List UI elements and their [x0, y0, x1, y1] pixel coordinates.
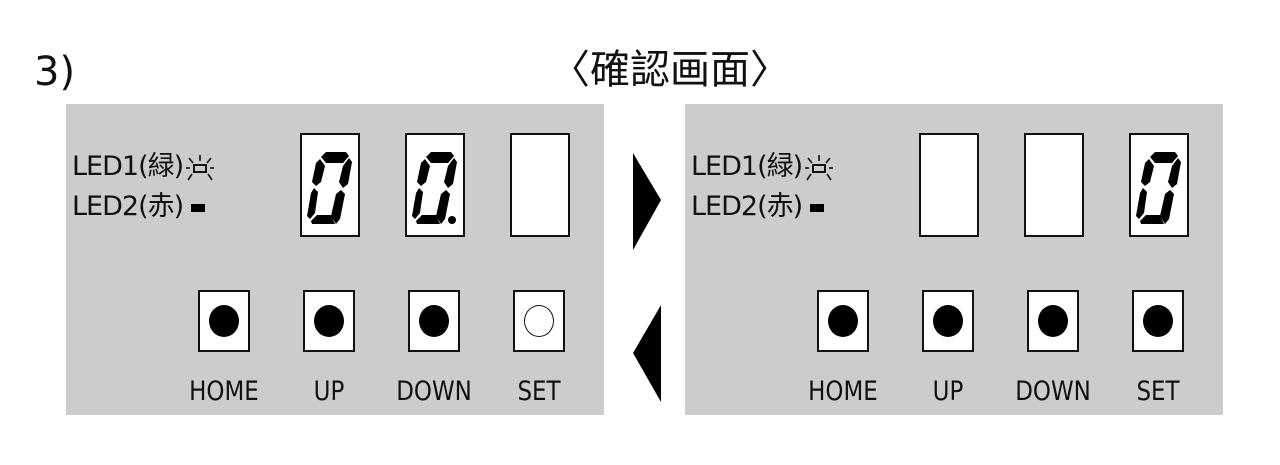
circle-filled-icon — [933, 305, 963, 337]
led2-label: LED2(赤) — [691, 191, 803, 222]
down-label: DOWN — [1015, 376, 1091, 407]
led2-indicator: LED2(赤) — [72, 184, 207, 223]
up-button[interactable] — [303, 290, 355, 352]
digit-display-3 — [510, 133, 570, 237]
led-off-icon — [810, 203, 825, 212]
digit-display-3 — [1129, 133, 1189, 237]
home-label: HOME — [808, 376, 878, 407]
circle-filled-icon — [1143, 305, 1173, 337]
led1-indicator: LED1(緑) — [72, 144, 215, 183]
down-button[interactable] — [408, 290, 460, 352]
led-off-icon — [191, 203, 206, 212]
led2-label: LED2(赤) — [72, 191, 184, 222]
up-label: UP — [932, 376, 964, 407]
step-number: 3) — [34, 49, 76, 95]
home-button[interactable] — [198, 290, 250, 352]
set-button[interactable] — [513, 290, 565, 352]
led1-indicator: LED1(緑) — [691, 144, 834, 183]
digit-display-2 — [1024, 133, 1084, 237]
arrow-right-icon — [633, 153, 661, 250]
set-button[interactable] — [1132, 290, 1184, 352]
digit-display-1 — [919, 133, 979, 237]
circle-filled-icon — [1038, 305, 1068, 337]
control-panel-after: LED1(緑) LED2(赤) HOME UP DOWN SET — [685, 104, 1223, 415]
circle-filled-icon — [828, 305, 858, 337]
arrow-icons — [633, 153, 661, 402]
page-title: 〈確認画面〉 — [550, 47, 790, 93]
arrow-left-icon — [633, 305, 661, 402]
circle-open-icon — [524, 305, 554, 337]
up-label: UP — [313, 376, 345, 407]
led2-indicator: LED2(赤) — [691, 184, 826, 223]
led1-label: LED1(緑) — [691, 151, 803, 182]
home-button[interactable] — [817, 290, 869, 352]
digit-display-2 — [405, 133, 465, 237]
led1-label: LED1(緑) — [72, 151, 184, 182]
down-label: DOWN — [396, 376, 472, 407]
set-label: SET — [1136, 376, 1180, 407]
led-blink-icon — [805, 154, 834, 180]
circle-filled-icon — [419, 305, 449, 337]
up-button[interactable] — [922, 290, 974, 352]
home-label: HOME — [189, 376, 259, 407]
control-panel-before: LED1(緑) LED2(赤) HOME UP DOWN SET — [66, 104, 604, 415]
digit-display-1 — [300, 133, 360, 237]
led-blink-icon — [186, 154, 215, 180]
set-label: SET — [517, 376, 561, 407]
circle-filled-icon — [209, 305, 239, 337]
down-button[interactable] — [1027, 290, 1079, 352]
circle-filled-icon — [314, 305, 344, 337]
